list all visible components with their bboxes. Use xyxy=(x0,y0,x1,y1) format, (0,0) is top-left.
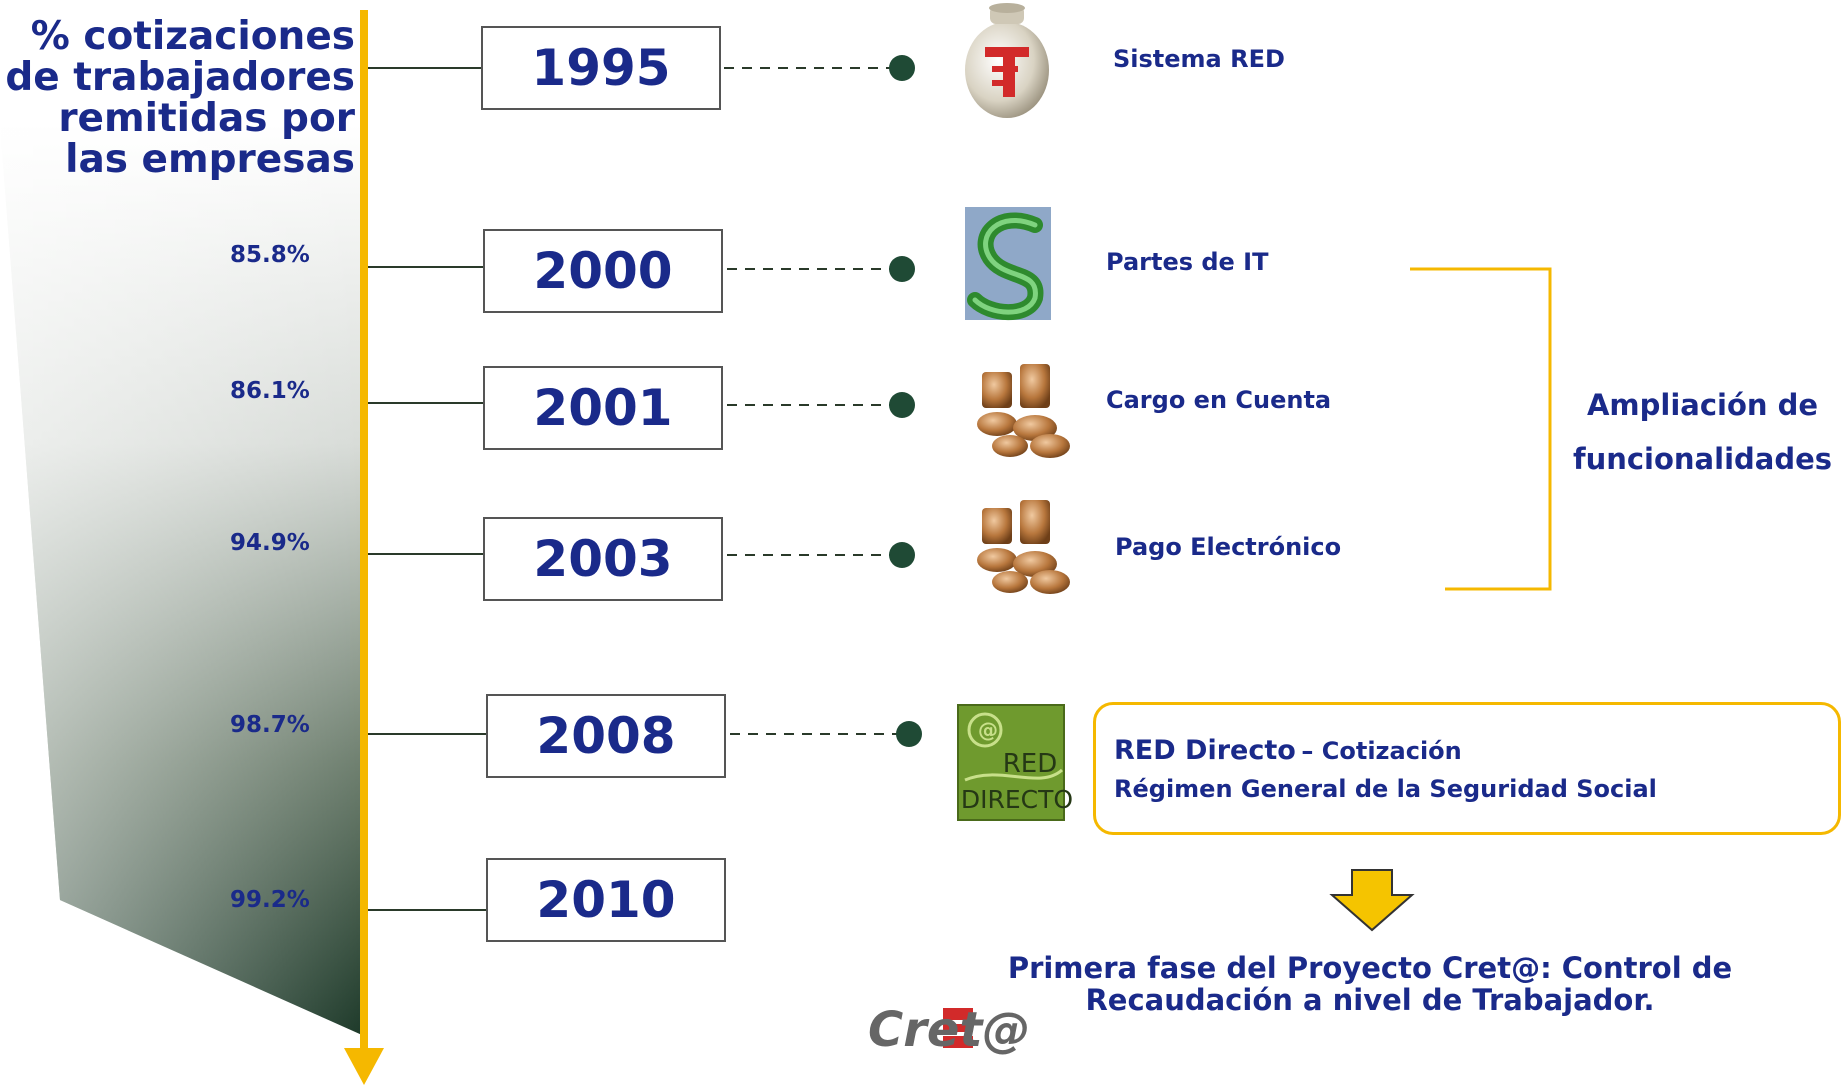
group-label-line: funcionalidades xyxy=(1572,442,1833,476)
label-pago-electronico: Pago Electrónico xyxy=(1115,533,1342,561)
year-box-2010: 2010 xyxy=(486,858,726,942)
percent-2010: 99.2% xyxy=(230,887,310,913)
red-directo-heading: RED Directo – Cotización xyxy=(1114,735,1462,766)
svg-text:@: @ xyxy=(978,718,998,742)
title-line: de trabajadores xyxy=(5,55,355,100)
year-box-1995: 1995 xyxy=(481,26,721,110)
title-line: % cotizaciones xyxy=(30,14,355,59)
diagram-title: % cotizaciones de trabajadores remitidas… xyxy=(0,16,355,180)
red-directo-logo-red: RED xyxy=(1003,749,1058,779)
year-box-2008: 2008 xyxy=(486,694,726,778)
title-line: remitidas por xyxy=(58,96,355,141)
percent-2000: 85.8% xyxy=(230,242,310,268)
timeline-dot xyxy=(889,392,915,418)
percent-2003: 94.9% xyxy=(230,530,310,556)
creta-logo-icon xyxy=(943,1008,973,1048)
percent-2001: 86.1% xyxy=(230,378,310,404)
timeline-arrowhead xyxy=(344,1048,384,1085)
conclusion-line: Primera fase del Proyecto Cret@: Control… xyxy=(1007,951,1733,985)
timeline-axis xyxy=(360,10,368,1050)
red-directo-description: Régimen General de la Seguridad Social xyxy=(1114,775,1657,803)
coins-icon xyxy=(977,364,1070,458)
label-sistema-red: Sistema RED xyxy=(1113,45,1285,73)
red-directo-title: RED Directo xyxy=(1114,735,1296,766)
label-cargo-cuenta: Cargo en Cuenta xyxy=(1106,386,1332,414)
conclusion-line: Recaudación a nivel de Trabajador. xyxy=(1085,983,1655,1017)
piggy-bank-icon xyxy=(965,3,1049,118)
timeline-dot xyxy=(889,542,915,568)
group-bracket xyxy=(1410,267,1552,591)
group-label: Ampliación de funcionalidades xyxy=(1570,378,1835,486)
timeline-dot xyxy=(889,55,915,81)
timeline-dot xyxy=(896,721,922,747)
red-directo-logo-directo: DIRECTO xyxy=(961,785,1073,814)
red-directo-box: RED Directo – Cotización Régimen General… xyxy=(1093,702,1841,835)
label-partes-it: Partes de IT xyxy=(1106,248,1269,276)
creta-logo-text: Cret@ xyxy=(868,1002,1031,1058)
group-label-line: Ampliación de xyxy=(1586,388,1819,422)
down-arrow-icon xyxy=(1329,869,1415,932)
year-box-2001: 2001 xyxy=(483,366,723,450)
red-directo-logo-icon: @ RED DIRECTO xyxy=(957,704,1073,821)
red-directo-subtitle: – Cotización xyxy=(1301,737,1462,765)
year-box-2000: 2000 xyxy=(483,229,723,313)
percent-2008: 98.7% xyxy=(230,712,310,738)
year-box-2003: 2003 xyxy=(483,517,723,601)
timeline-dot xyxy=(889,256,915,282)
coins-icon xyxy=(977,500,1070,594)
conclusion-text: Primera fase del Proyecto Cret@: Control… xyxy=(1000,952,1740,1016)
green-s-logo-icon xyxy=(965,207,1051,321)
title-line: las empresas xyxy=(65,137,355,182)
